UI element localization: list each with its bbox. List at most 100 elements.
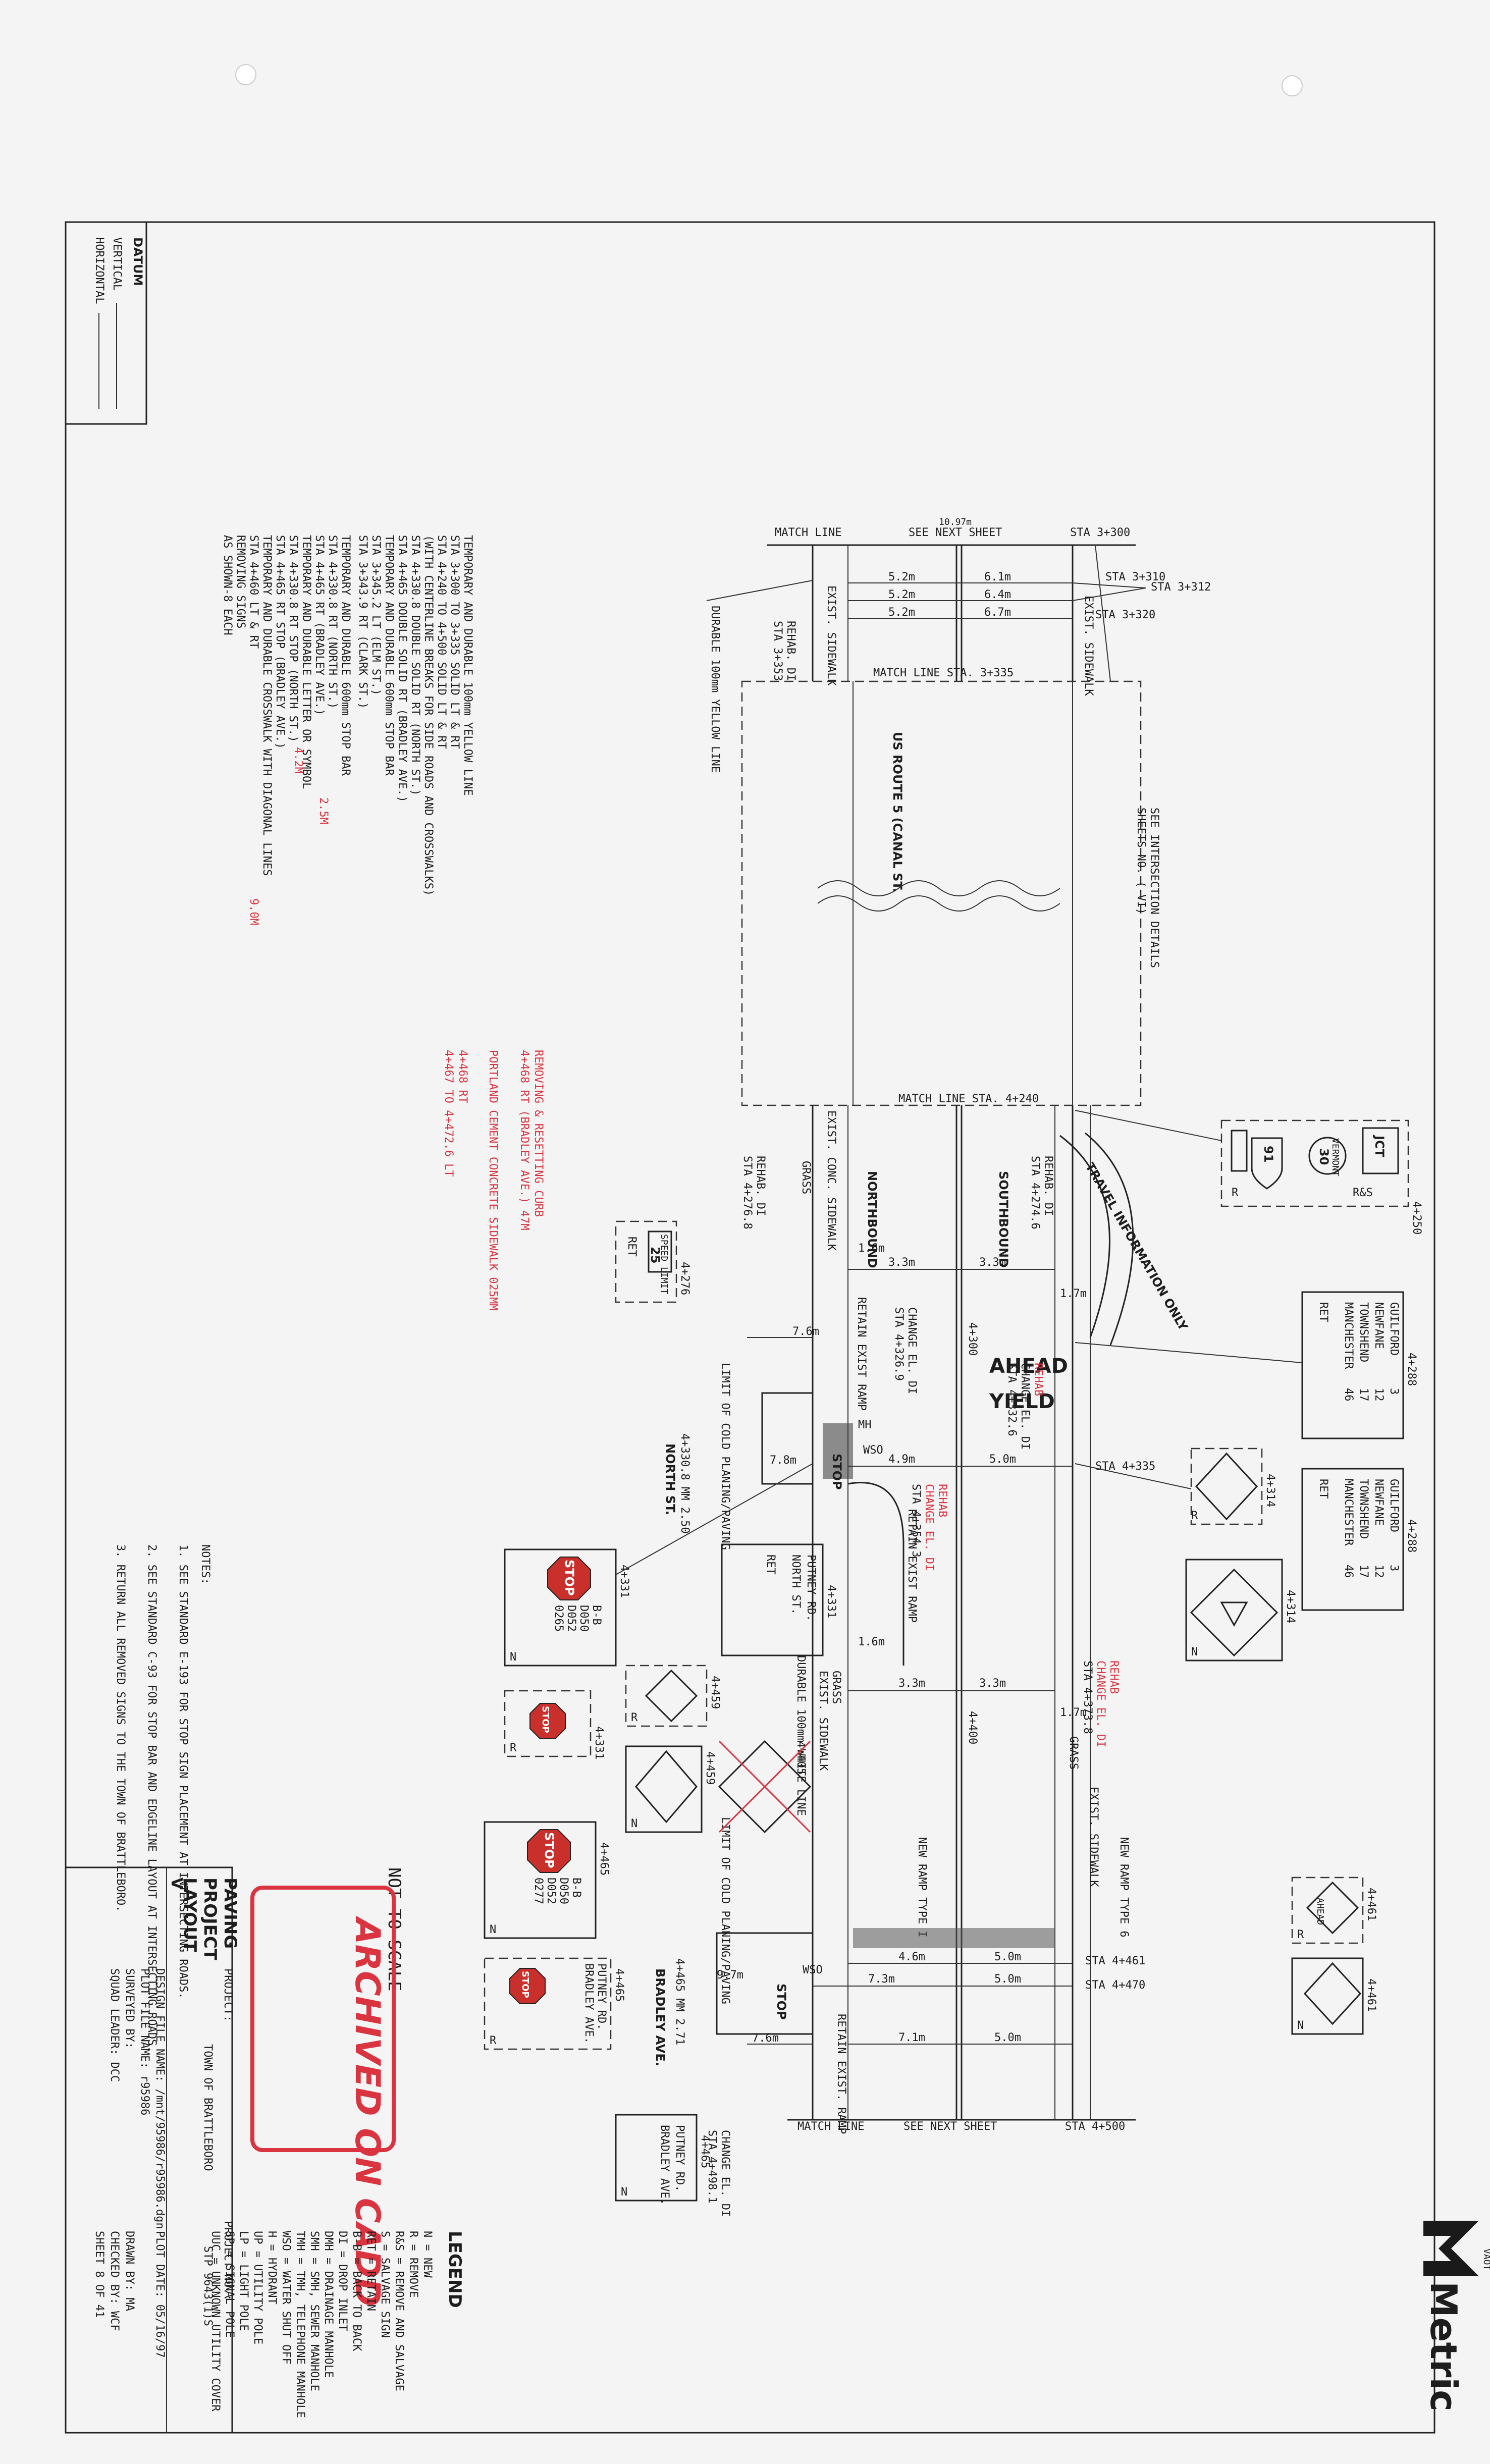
sheet-title-3: LAYOUT [180, 1878, 200, 1953]
north-st-sta: 4+330.8 MM 2.50 [678, 1433, 691, 1534]
exist-sidewalk-4: EXIST. SIDEWALK [1087, 1787, 1100, 1887]
legend-item-12: UP = UTILITY POLE [251, 2231, 264, 2344]
dim-17: 1.7m [1060, 1288, 1087, 1300]
southbound-label: SOUTHBOUND [996, 1171, 1010, 1268]
metric-logo: Metric VAOT [1422, 2221, 1490, 2412]
qty-red-0: 2.5M [317, 797, 330, 824]
qty-line-17: REMOVING SIGNS [234, 535, 247, 628]
sta-3310: STA 3+310 [1105, 571, 1165, 583]
ahead-text: AHEAD [989, 1355, 1068, 1378]
s459b-sta: 4+459 [704, 1751, 716, 1785]
sta-3312: STA 3+312 [1151, 581, 1211, 594]
note-3: 3. RETURN ALL REMOVED SIGNS TO THE TOWN … [114, 1544, 127, 1912]
rehab-red-2: REHAB [936, 1484, 948, 1517]
s465b-putney: PUTNEY RD. [595, 1963, 608, 2030]
s314b-sta: 4+314 [1284, 1590, 1297, 1623]
s465b-stop: STOP [520, 1971, 530, 1998]
guide-b-2: TOWNSHEND [1357, 1479, 1370, 1539]
s331-n: N [510, 1651, 516, 1664]
datum-block: DATUM VERTICAL HORIZONTAL [65, 221, 147, 425]
dim-64: 6.4m [984, 588, 1011, 601]
dim-1097: 10.97m [939, 517, 972, 527]
match-line-bottom: MATCH LINE [797, 2120, 864, 2133]
dim-52c: 5.2m [888, 606, 915, 619]
guide-a-2: TOWNSHEND [1357, 1302, 1370, 1362]
s459-sta: 4+459 [709, 1676, 721, 1709]
speed-limit-val: 25 [648, 1247, 662, 1263]
qty-line-6: TEMPORARY AND DURABLE 600mm STOP BAR [383, 535, 395, 776]
plot-file: PLOT FILE NAME: r95986 [138, 1968, 151, 2115]
guide-b-1: NEWFANE [1372, 1479, 1385, 1526]
guide-b-0: GUILFORD [1388, 1479, 1400, 1532]
durable-white: DURABLE 100mm WHITE LINE [794, 1655, 807, 1816]
sta-3300: STA 3+300 [1070, 526, 1130, 539]
qty-line-2: STA 4+240 TO 4+500 SOLID LT & RT [435, 535, 448, 749]
s465b-r: R [490, 2034, 497, 2047]
match-line-top: MATCH LINE [775, 526, 841, 539]
change-el-3: CHANGE EL. DI [923, 1484, 935, 1571]
curb-title: REMOVING & RESETTING CURB [532, 1050, 545, 1217]
qty-line-4: STA 4+330.8 DOUBLE SOLID RT (NORTH ST.) [409, 535, 421, 796]
north-st-label: NORTH ST. [663, 1443, 677, 1515]
legend-item-11: H = HYDRANT [265, 2231, 278, 2305]
dim-73: 7.3m [868, 1973, 895, 1986]
plot-date: PLOT DATE: 05/16/97 [153, 2231, 166, 2358]
guide-a-3: MANCHESTER [1342, 1302, 1355, 1369]
qty-line-15: TEMPORARY AND DURABLE CROSSWALK WITH DIA… [260, 535, 273, 876]
s331b-sta: 4+331 [593, 1726, 605, 1759]
guide-a-ret: RET [1317, 1302, 1329, 1322]
sheet-border [65, 221, 1435, 2434]
qty-line-11: STA 4+465 RT (BRADLEY AVE.) [313, 535, 326, 716]
project-town: TOWN OF BRATTLEBORO [201, 2044, 214, 2171]
stop-pavement-2: STOP [774, 1984, 788, 2020]
s461b-sta: 4+461 [1365, 1978, 1377, 2012]
mh-1: MH [858, 1419, 872, 1431]
sta-3320: STA 3+320 [1095, 609, 1155, 621]
qty-line-0: TEMPORARY AND DURABLE 100mm YELLOW LINE [461, 535, 474, 796]
dim-97: 9.7m [717, 1969, 743, 1981]
dim-78: 7.8m [770, 1454, 796, 1467]
s331-bb-num: D050 [577, 1605, 590, 1632]
project-no-label: PROJECT NO.: [222, 2221, 234, 2301]
change-el-3-sta: STA 4+354.3 [910, 1484, 922, 1558]
bradley-label: BRADLEY AVE. [653, 1968, 667, 2066]
guide-b-ret: RET [1317, 1479, 1329, 1499]
s465-bb: B-B [570, 1878, 582, 1898]
dim-33c: 3.3m [898, 1677, 925, 1690]
legend-item-9: TMH = TMH, TELEPHONE MANHOLE [294, 2231, 306, 2418]
roadway-plan: MATCH LINE SEE NEXT SHEET STA 3+300 10.9… [653, 517, 1211, 2217]
grass-2: GRASS [830, 1671, 842, 1704]
qty-line-14: STA 4+465 RT STOP (BRADLEY AVE.) [274, 535, 286, 749]
guide-a-0: GUILFORD [1388, 1302, 1400, 1356]
qty-line-9: TEMPORARY AND DURABLE 600mm STOP BAR [339, 535, 352, 776]
retain-exist-ramp-3: RETAIN EXIST. RAMP [835, 2014, 847, 2134]
dim-50c: 5.0m [994, 1973, 1021, 1986]
legend-item-0: N = NEW [421, 2231, 434, 2278]
s465-bb-num2: D052 [545, 1878, 557, 1904]
rehab-di-2: REHAB. DI [1042, 1156, 1054, 1216]
rehab-di-3: REHAB. DI [754, 1156, 767, 1216]
jct-label: JCT [1372, 1135, 1387, 1158]
dim-33a: 3.3m [888, 1256, 915, 1269]
dim-50b: 5.0m [994, 1951, 1021, 1963]
yield-text: YIELD [989, 1390, 1055, 1413]
wso-1: WSO [863, 1444, 883, 1457]
qty-line-5: STA 4+465 DOUBLE SOLID RT (BRADLEY AVE.) [396, 535, 408, 802]
new-ramp-1: NEW RAMP TYPE I [916, 1837, 928, 1938]
rehab-di-1-sta: STA 3+353 [771, 621, 784, 681]
qty-red-1: 4.2M [292, 747, 304, 774]
title-block: PAVING PROJECT LAYOUT V PROJECT: TOWN OF… [65, 1866, 240, 2434]
drawn-by: DRAWN BY: MA [123, 2231, 136, 2311]
s465c-bradley: BRADLEY AVE. [658, 2125, 671, 2205]
dim-16: 1.6m [858, 1242, 885, 1255]
stop-pavement-1: STOP [830, 1454, 844, 1490]
see-intersection-1: SEE INTERSECTION DETAILS [1148, 808, 1160, 968]
dim-61: 6.1m [984, 571, 1011, 583]
speed-limit-label: SPEED LIMIT [659, 1234, 669, 1294]
dim-52a: 5.2m [888, 571, 915, 583]
qty-line-12: TEMPORARY AND DURABLE LETTER OR SYMBOL [300, 535, 312, 789]
exist-conc-sidewalk: EXIST. CONC. SIDEWALK [825, 1110, 837, 1251]
s465b-bradley: BRADLEY AVE. [582, 1963, 595, 2044]
